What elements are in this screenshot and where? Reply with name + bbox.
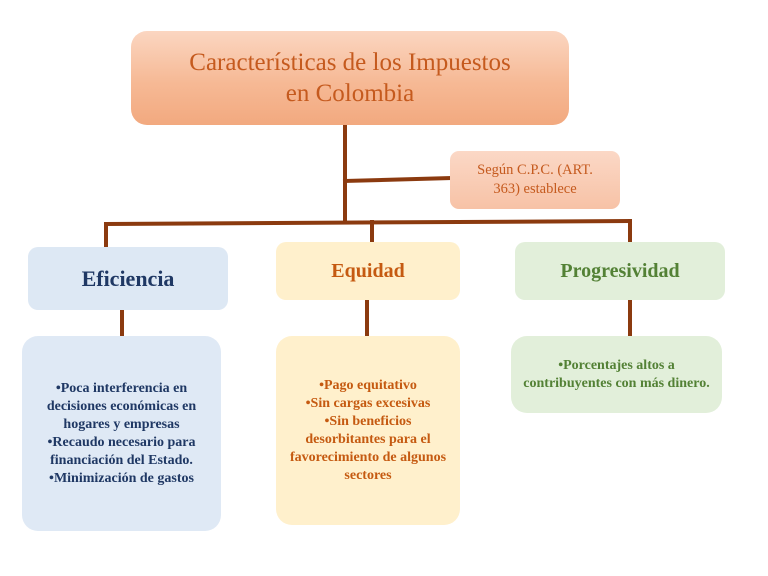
details-equidad: •Pago equitativo •Sin cargas excesivas •… — [276, 336, 460, 525]
detail-item: •Recaudo necesario para financiación del… — [47, 434, 196, 468]
detail-item: •Poca interferencia en decisiones económ… — [46, 380, 197, 432]
note-box: Según C.P.C. (ART. 363) establece — [450, 151, 620, 209]
category-label: Eficiencia — [81, 265, 175, 291]
details-eficiencia: •Poca interferencia en decisiones económ… — [22, 336, 221, 531]
detail-item: •Pago equitativo — [319, 377, 417, 393]
connector-horizontal-bar — [103, 218, 633, 227]
detail-item: •Porcentajes altos a contribuyentes con … — [523, 357, 710, 391]
details-progresividad: •Porcentajes altos a contribuyentes con … — [511, 336, 722, 413]
title-box: Características de los Impuestos en Colo… — [131, 31, 569, 125]
category-label: Progresividad — [560, 259, 680, 282]
category-progresividad: Progresividad — [515, 242, 725, 300]
detail-item: •Sin beneficios desorbitantes para el fa… — [289, 413, 447, 483]
connector-to-note — [342, 175, 453, 184]
detail-item: •Minimización de gastos — [49, 470, 194, 486]
note-text: Según C.P.C. (ART. 363) establece — [477, 162, 593, 197]
category-eficiencia: Eficiencia — [28, 247, 228, 310]
category-equidad: Equidad — [276, 242, 460, 300]
diagram-title: Características de los Impuestos en Colo… — [189, 49, 511, 107]
detail-item: •Sin cargas excesivas — [305, 395, 431, 411]
category-label: Equidad — [331, 259, 405, 282]
